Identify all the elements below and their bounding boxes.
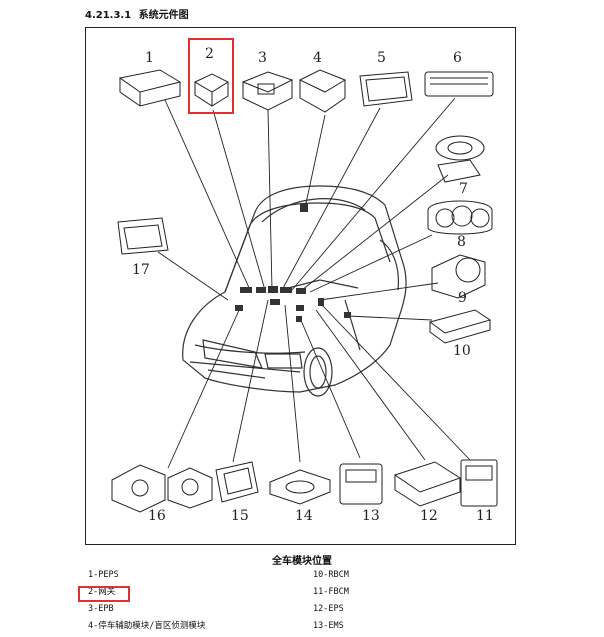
component-6 bbox=[425, 72, 493, 96]
legend-item: 10-RBCM bbox=[313, 567, 349, 584]
legend-item: 13-EMS bbox=[313, 618, 349, 635]
label-8: 8 bbox=[457, 234, 466, 250]
label-17: 17 bbox=[132, 262, 150, 278]
component-15 bbox=[216, 462, 258, 502]
label-12: 12 bbox=[420, 508, 438, 524]
label-6: 6 bbox=[453, 50, 462, 66]
legend-item: 12-EPS bbox=[313, 601, 349, 618]
legend-item: 4-停车辅助模块/盲区侦测模块 bbox=[88, 618, 205, 635]
label-14: 14 bbox=[295, 508, 313, 524]
legend-title: 全车模块位置 bbox=[0, 552, 604, 567]
legend-item: 1-PEPS bbox=[88, 567, 205, 584]
label-1: 1 bbox=[145, 50, 154, 66]
label-3: 3 bbox=[258, 50, 267, 66]
component-11 bbox=[461, 460, 497, 506]
legend-item: 11-FBCM bbox=[313, 584, 349, 601]
car-illustration bbox=[183, 186, 406, 396]
component-12 bbox=[395, 462, 460, 506]
component-17 bbox=[118, 218, 168, 254]
label-11: 11 bbox=[476, 508, 494, 524]
component-1 bbox=[120, 70, 180, 106]
component-4 bbox=[300, 70, 345, 112]
leader-lines bbox=[158, 98, 470, 468]
component-7 bbox=[436, 136, 484, 182]
label-4: 4 bbox=[313, 50, 322, 66]
label-5: 5 bbox=[377, 50, 386, 66]
component-5 bbox=[360, 72, 412, 106]
component-14 bbox=[270, 470, 330, 504]
component-16 bbox=[112, 465, 212, 512]
component-3 bbox=[243, 72, 292, 110]
label-7: 7 bbox=[459, 181, 468, 197]
component-10 bbox=[430, 310, 490, 343]
highlight-legend-gateway bbox=[78, 586, 130, 602]
label-15: 15 bbox=[231, 508, 249, 524]
label-16: 16 bbox=[148, 508, 166, 524]
component-13 bbox=[340, 464, 382, 504]
label-2: 2 bbox=[205, 46, 214, 62]
label-13: 13 bbox=[362, 508, 380, 524]
legend-item: 3-EPB bbox=[88, 601, 205, 618]
label-9: 9 bbox=[458, 290, 467, 306]
component-8 bbox=[428, 201, 492, 234]
legend-right-column: 10-RBCM 11-FBCM 12-EPS 13-EMS bbox=[313, 567, 349, 635]
label-10: 10 bbox=[453, 343, 471, 359]
